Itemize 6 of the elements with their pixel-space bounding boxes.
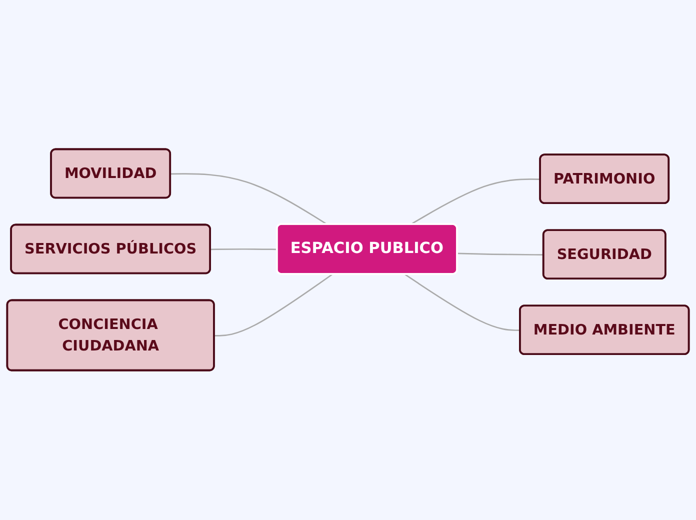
connector <box>457 252 544 256</box>
connector <box>214 274 333 337</box>
connector <box>210 248 278 250</box>
connector <box>404 274 520 332</box>
connector <box>170 173 328 226</box>
connector <box>410 178 541 226</box>
